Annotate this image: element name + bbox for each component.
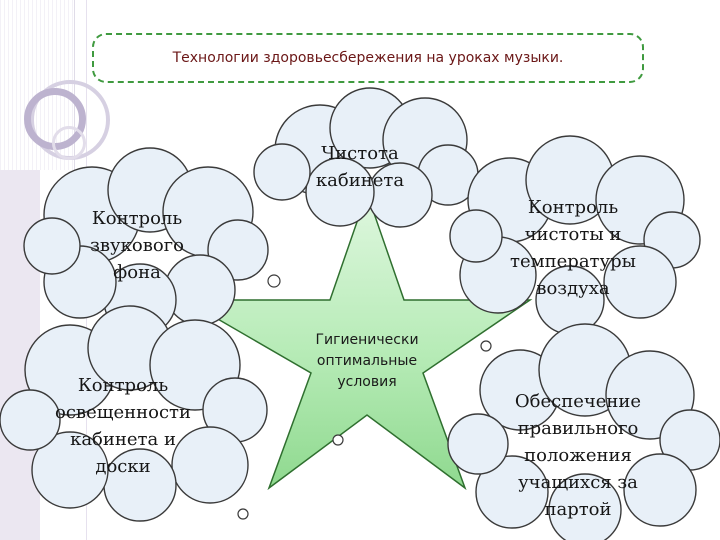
thought-bubble — [237, 508, 249, 520]
cloud-posture-line: Обеспечение — [514, 391, 642, 412]
thought-bubble — [267, 274, 281, 288]
cloud-sound-line: фона — [113, 262, 161, 283]
cloud-air-shape — [449, 135, 701, 335]
thought-bubble — [480, 340, 492, 352]
diagram-title: Технологии здоровьесбережения на уроках … — [172, 50, 564, 66]
cloud-posture-shape — [447, 323, 720, 540]
cloud-posture-line: партой — [544, 499, 612, 520]
decorative-ring-icon — [52, 126, 86, 160]
cloud-posture-label: Обеспечение правильного положения учащих… — [498, 388, 658, 523]
cloud-air-line: чистоты и — [524, 224, 622, 245]
center-star-line: Гигиенически — [315, 332, 419, 348]
cloud-air-line: воздуха — [536, 278, 610, 299]
cloud-air-line: Контроль — [527, 197, 619, 218]
center-star-label: Гигиенически оптимальные условия — [297, 330, 437, 393]
cloud-light-line: кабинета и — [70, 429, 176, 450]
cloud-posture-line: правильного — [517, 418, 639, 439]
center-star-line: оптимальные — [316, 353, 418, 369]
cloud-sound-label: Контроль звукового фона — [62, 205, 212, 286]
cloud-posture-line: учащихся за — [518, 472, 638, 493]
thought-bubble — [332, 434, 344, 446]
cloud-cleanliness-line: Чистота — [321, 143, 399, 164]
cloud-sound-line: Контроль — [91, 208, 183, 229]
cloud-cleanliness-line: кабинета — [315, 170, 405, 191]
cloud-light-line: Контроль — [77, 375, 169, 396]
cloud-cleanliness-label: Чистота кабинета — [290, 140, 430, 194]
cloud-cleanliness-shape — [253, 87, 479, 228]
cloud-light-label: Контроль освещенности кабинета и доски — [38, 372, 208, 480]
cloud-air-label: Контроль чистоты и температуры воздуха — [488, 194, 658, 302]
cloud-sound-line: звукового — [90, 235, 184, 256]
cloud-light-line: доски — [95, 456, 151, 477]
center-star-line: условия — [337, 374, 397, 390]
cloud-light-shape — [0, 305, 268, 522]
title-box: Технологии здоровьесбережения на уроках … — [92, 33, 644, 83]
cloud-air-line: температуры — [510, 251, 636, 272]
cloud-light-line: освещенности — [55, 402, 191, 423]
cloud-posture-line: положения — [524, 445, 632, 466]
cloud-sound-shape — [23, 147, 269, 337]
